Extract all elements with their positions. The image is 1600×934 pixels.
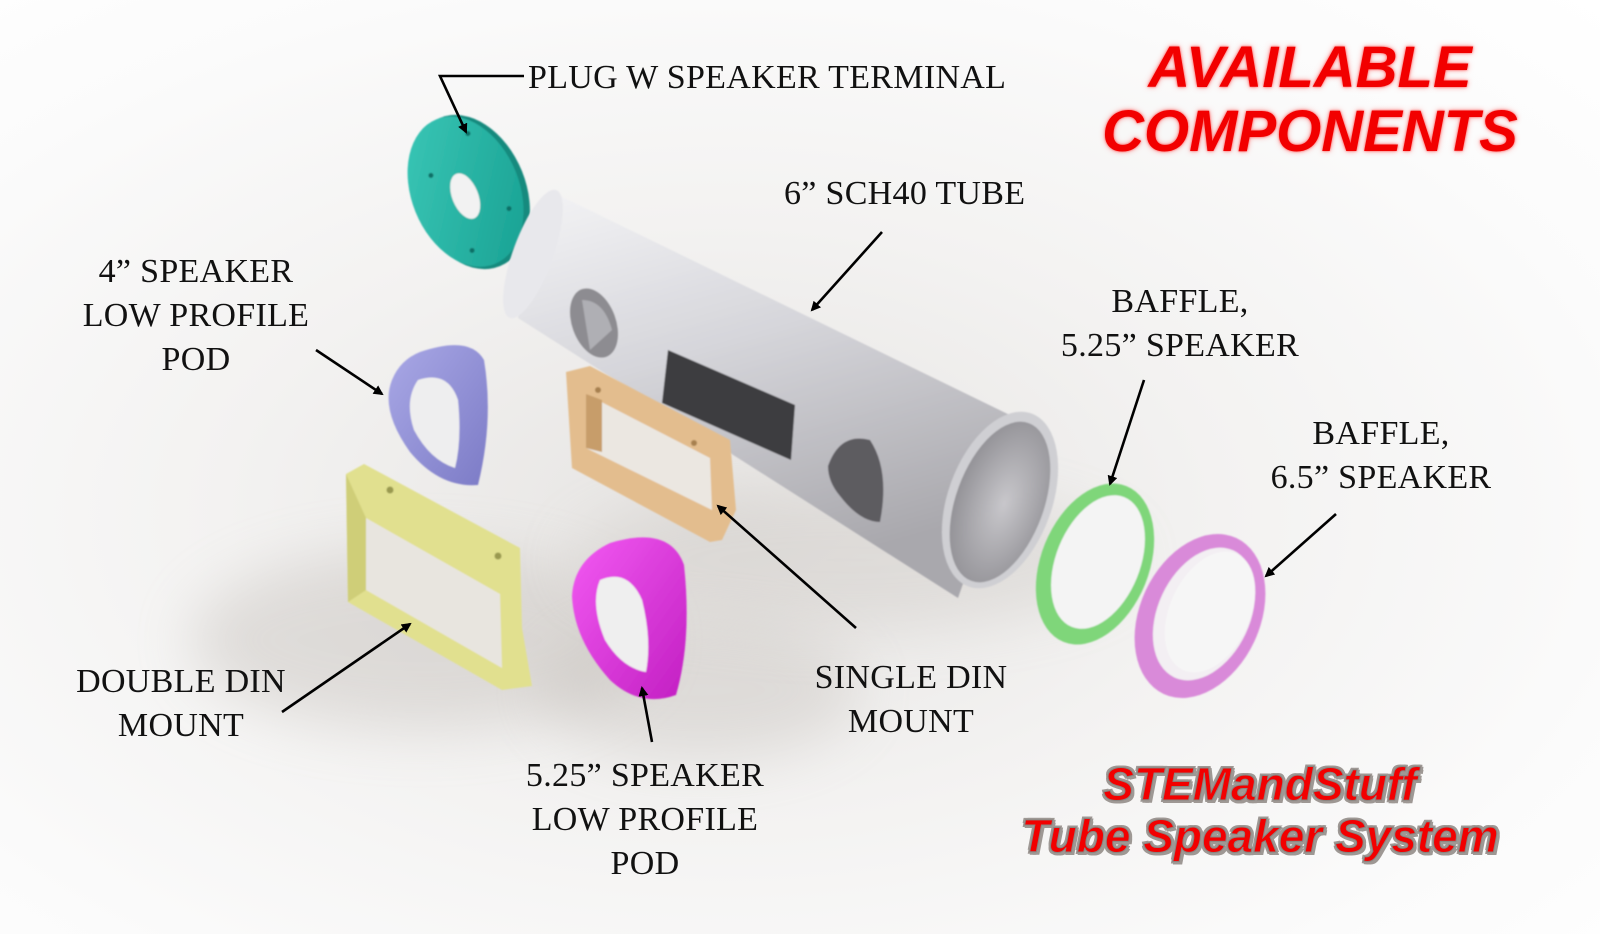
arrow-pod-4	[315, 348, 384, 396]
baffle-525-shape	[1035, 483, 1155, 645]
plug-disc	[407, 114, 530, 270]
arrow-pod-525	[638, 686, 654, 743]
arrow-baffle-525	[1107, 379, 1146, 486]
arrow-single-din	[716, 504, 857, 629]
tube-body	[503, 189, 1059, 598]
label-single-din: SINGLE DIN MOUNT	[814, 659, 1008, 740]
label-pod-525: 5.25” SPEAKER LOW PROFILE POD	[525, 757, 765, 882]
label-plug: PLUG W SPEAKER TERMINAL	[528, 59, 1007, 96]
arrow-double-din	[281, 622, 412, 714]
arrow-baffle-65	[1264, 513, 1337, 578]
label-tube: 6” SCH40 TUBE	[784, 175, 1026, 212]
double-din-shape	[346, 464, 532, 690]
brand-title: STEMandStuff Tube Speaker System	[1021, 758, 1499, 863]
page-title: AVAILABLE COMPONENTS	[1102, 35, 1518, 164]
pod-525-shape	[572, 537, 687, 700]
label-pod-4: 4” SPEAKER LOW PROFILE POD	[82, 253, 310, 378]
label-baffle-525: BAFFLE, 5.25” SPEAKER	[1060, 283, 1300, 364]
pod-4-shape	[388, 345, 488, 486]
arrow-tube	[810, 231, 883, 312]
label-baffle-65: BAFFLE, 6.5” SPEAKER	[1270, 415, 1492, 496]
callout-arrows	[281, 74, 1337, 743]
single-din-shape	[566, 366, 736, 542]
label-double-din: DOUBLE DIN MOUNT	[76, 663, 286, 744]
baffle-65-shape	[1134, 534, 1266, 698]
arrow-plug	[437, 74, 524, 134]
